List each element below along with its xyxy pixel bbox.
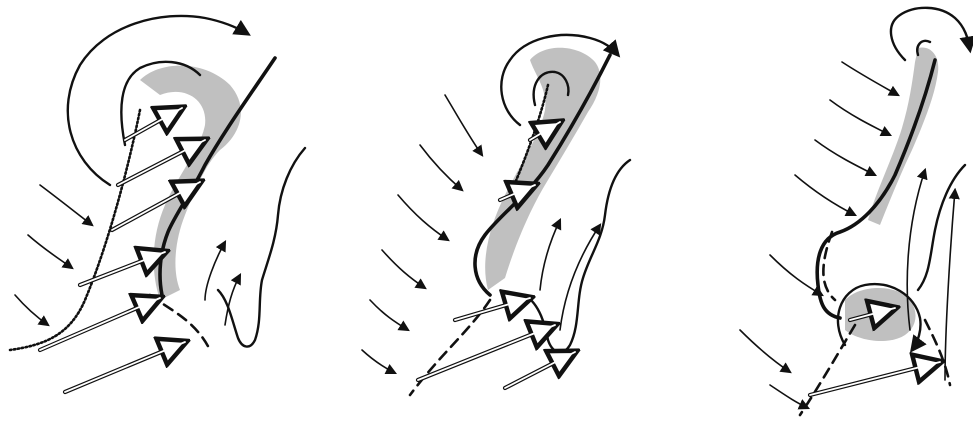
warm-conveyor-arrows (40, 108, 205, 392)
cold-front-dashed (150, 295, 210, 350)
panel-left (10, 16, 305, 392)
cloud-shading-right-bottom (845, 288, 916, 341)
dashed-front-right-lower (800, 325, 855, 415)
cloud-shading-upper (140, 66, 241, 300)
updraft-arrow-right-2 (945, 190, 955, 380)
updraft-arrow-middle-2 (560, 225, 600, 330)
inflow-arrows-right (740, 62, 898, 408)
panel-middle (362, 35, 630, 395)
dry-boundary-right (918, 165, 965, 290)
dry-intrusion-boundary (218, 148, 305, 347)
cloud-shading-right-top (868, 47, 938, 225)
panel-right (740, 8, 970, 415)
updraft-arrow-left (205, 242, 225, 300)
updraft-arrow-middle (540, 220, 560, 290)
inflow-arrows-left (15, 185, 92, 325)
